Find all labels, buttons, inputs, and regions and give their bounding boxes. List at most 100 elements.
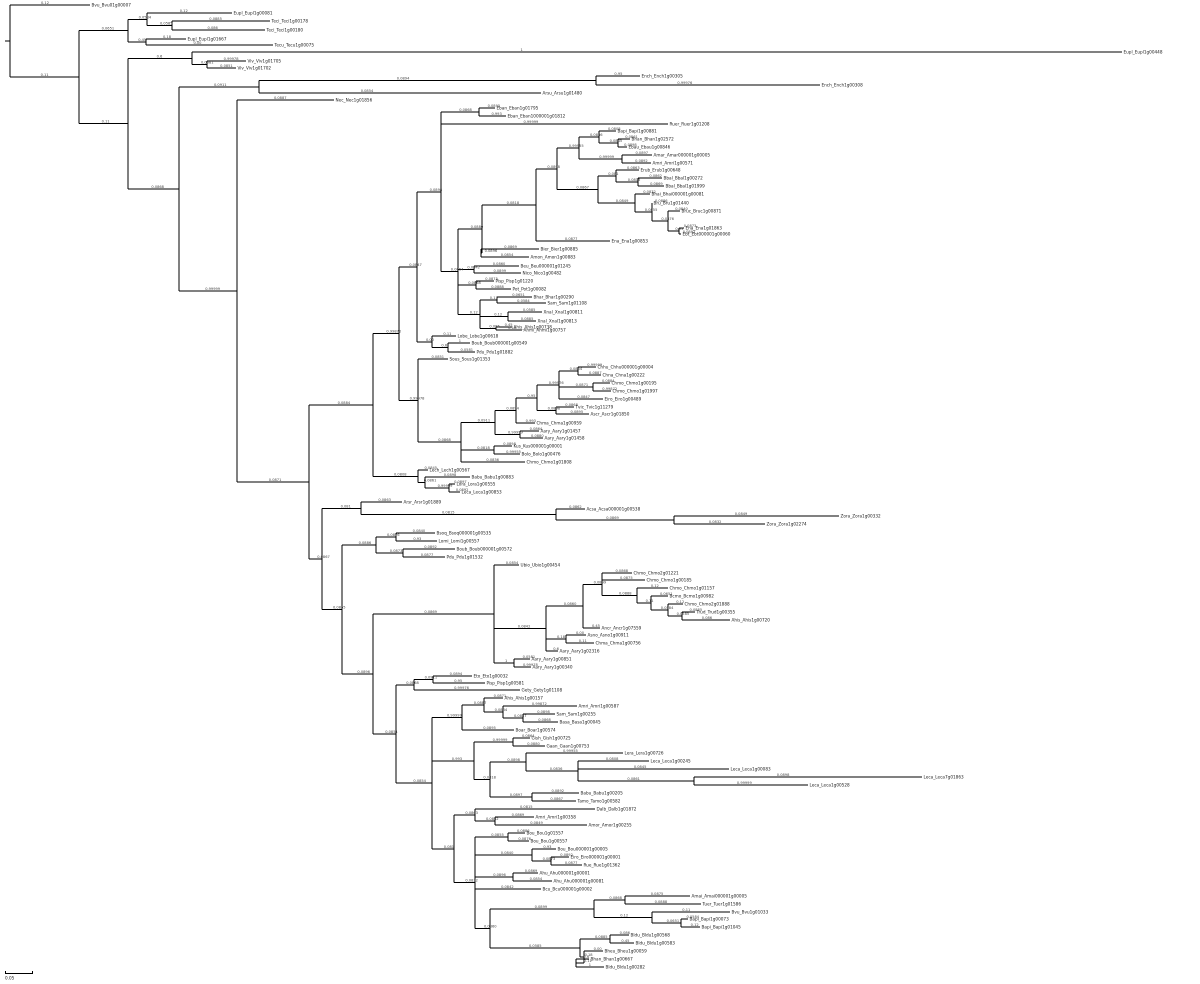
- support-value: 0.95: [527, 394, 535, 398]
- support-value: 0.0854: [361, 89, 374, 93]
- support-value: 0.0847: [514, 714, 527, 718]
- support-value: 0.0911: [214, 83, 227, 87]
- support-value: 0.086: [702, 616, 713, 620]
- support-value: 0.0584: [661, 606, 674, 610]
- support-value: 0.0651: [102, 27, 115, 31]
- tip-label: Aary_Aary1g01457: [541, 429, 581, 434]
- support-value: 0.99872: [602, 387, 617, 391]
- support-value: 0.0651: [667, 919, 680, 923]
- tip-label: Aary_Aary1g01458: [545, 436, 585, 441]
- support-value: 0.12: [470, 310, 478, 314]
- tip-label: Bheu_Bheu1g00059: [605, 949, 648, 954]
- support-value: 0.11: [579, 639, 587, 643]
- tip-label: Lobe_Lobe1g00618: [458, 334, 499, 339]
- support-value: 0.0842: [467, 266, 480, 270]
- support-value: 0.99978: [523, 663, 539, 667]
- tip-label: Teci_Teci1g00178: [271, 19, 309, 24]
- tip-label: Bcu_Bcu000001g00002: [543, 887, 593, 892]
- support-value: 0.0863: [627, 166, 640, 170]
- support-value: 0.0808: [606, 757, 619, 761]
- support-value: 0.0869: [606, 516, 619, 520]
- support-value: 0.0876: [661, 217, 674, 221]
- support-value: 0.99978: [224, 57, 240, 61]
- support-value: 0.0864: [522, 734, 535, 738]
- tip-label: Pot_Pot1g00082: [513, 287, 547, 292]
- tip-label: Bhar_Bhar1g00290: [534, 295, 575, 300]
- support-value: 0.0897: [510, 793, 523, 797]
- support-value: 0.993: [452, 757, 462, 761]
- support-value: 0.11: [682, 908, 690, 912]
- support-value: 0.0862: [486, 817, 499, 821]
- tip-label: Asno_Asno1g00911: [588, 633, 630, 638]
- support-value: 0.081: [341, 504, 351, 508]
- tip-label: Nec_Nec1g01856: [336, 98, 373, 103]
- tip-label: Ebau_Ebau1g00846: [629, 145, 671, 150]
- support-value: 0.0868: [406, 681, 419, 685]
- tip-label: Lora_Lora1g00555: [457, 482, 496, 487]
- support-value: 0.0849: [530, 821, 543, 825]
- support-value: 0.0892: [683, 230, 696, 234]
- support-value: 0.99999: [205, 287, 221, 291]
- support-value: 0.0885: [595, 935, 608, 939]
- support-value: 0.0898: [777, 773, 790, 777]
- support-value: 0.0585: [523, 308, 536, 312]
- support-value: 0.0832: [643, 190, 656, 194]
- support-value: 0.6: [441, 344, 447, 348]
- tip-label: Bru_Bru1g01440: [654, 201, 690, 206]
- tip-label: Arsr_Arsr1g01889: [404, 500, 442, 505]
- support-values: 0.12 0.11 0.0651 0.0584 0.12 0.0585 0.0885 0.08…: [41, 1, 790, 967]
- support-value: 0.0875: [651, 892, 664, 896]
- support-value: 0.0836: [590, 133, 603, 137]
- support-value: 0.0863: [465, 811, 478, 815]
- support-value: 0.0876: [387, 533, 400, 537]
- tip-label: Bapi_Bapi1g00073: [690, 917, 730, 922]
- tip-label: Rue_Rue1g01362: [584, 863, 621, 868]
- support-value: 0.0815: [628, 178, 641, 182]
- support-value: 0.93: [675, 227, 683, 231]
- tip-label: Eiro_Eiro000001g00001: [571, 855, 621, 860]
- tip-label: Bolo_Bolo1g00476: [522, 452, 561, 457]
- support-value: 0.0584: [686, 915, 699, 919]
- support-value: 0.0888: [655, 900, 668, 904]
- tip-label: Chmo_Chmo1g01157: [670, 586, 716, 591]
- support-value: 0.12: [494, 313, 502, 317]
- support-value: 0.0849: [735, 512, 748, 516]
- tip-label: Ascr_Ascr1g01850: [591, 412, 630, 417]
- tip-label: Chmo_Chmo2g01221: [634, 571, 680, 576]
- support-value: 0.0911: [478, 418, 491, 422]
- support-value: 0.0898: [537, 710, 550, 714]
- support-value: 0.0836: [486, 458, 499, 462]
- support-value: 0.0884: [602, 379, 615, 383]
- support-value: 0.0892: [635, 159, 648, 163]
- support-value: 0.93: [413, 537, 421, 541]
- support-value: 0.0895: [488, 104, 501, 108]
- tip-label: Lera_Lera1g00726: [625, 751, 664, 756]
- support-value: 0.99999: [438, 484, 454, 488]
- support-value: 0.0849: [616, 199, 629, 203]
- tip-label: Pdu_Pdu1g01882: [477, 350, 514, 355]
- support-value: 0.0863: [378, 498, 391, 502]
- support-value: 1: [589, 963, 591, 967]
- support-value: 0.11: [584, 959, 592, 963]
- support-value: 0.0868: [538, 718, 551, 722]
- support-value: 0.12: [41, 1, 49, 5]
- support-value: 0.0892: [560, 853, 573, 857]
- support-value: 0.086: [489, 325, 500, 329]
- support-value: 0.0885: [209, 17, 222, 21]
- support-value: 0.12: [180, 9, 188, 13]
- tip-label: Eupl_Eupl1g01667: [188, 37, 227, 42]
- support-value: 0.0888: [491, 285, 504, 289]
- tip-label: Eban_Eban1g01795: [497, 106, 539, 111]
- support-value: 0.0894: [506, 406, 519, 410]
- support-value: 0.99976: [549, 381, 565, 385]
- support-value: 0.18: [163, 35, 172, 39]
- tip-label: Aary_Aary1g00340: [533, 665, 573, 670]
- tip-label: Bhai_Bhai000001g00081: [652, 192, 705, 197]
- support-value: 0.0898: [548, 407, 561, 411]
- support-value: 0.0868: [609, 896, 622, 900]
- support-value: 0.0868: [151, 185, 164, 189]
- tip-label: Leca_Leca7g01863: [924, 775, 964, 780]
- tip-label: Ahu_Ahu000001g00081: [554, 879, 605, 884]
- support-value: 0.0585: [677, 612, 690, 616]
- support-value: 0.0886: [517, 829, 530, 833]
